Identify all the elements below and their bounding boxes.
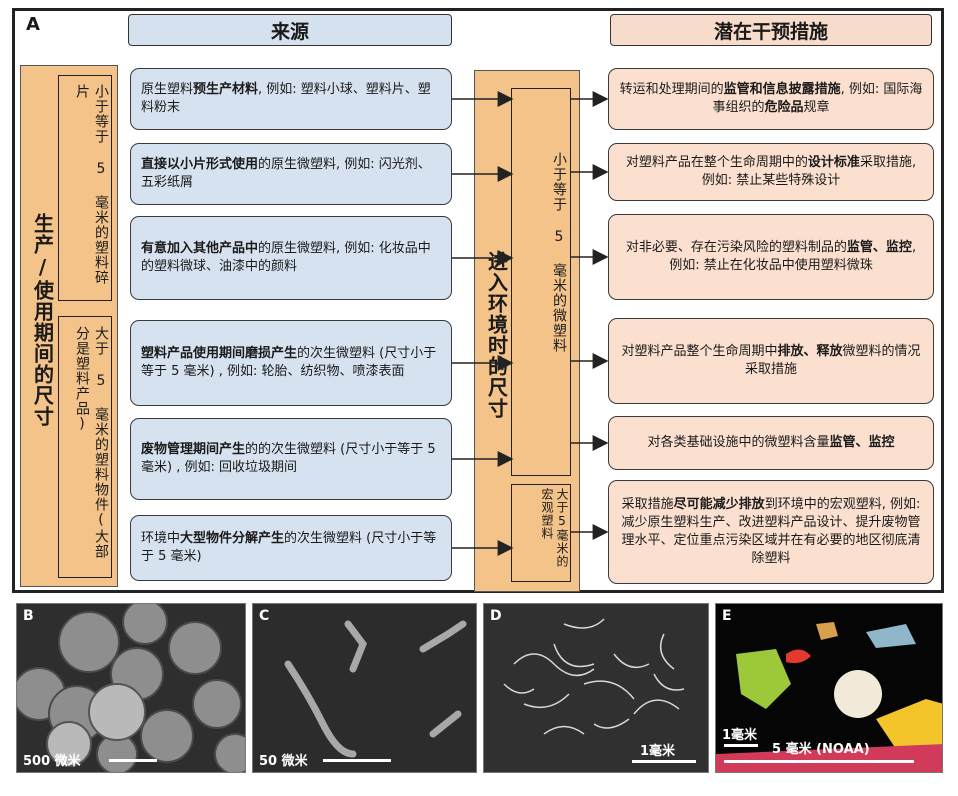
photo-e-scale-small-bar [724, 744, 758, 747]
middle-size-title: 进入环境时的尺寸 [484, 251, 509, 419]
photo-c-scale-label: 50 微米 [259, 754, 308, 769]
photo-b-microbeads: B 500 微米 [16, 603, 246, 773]
source-box-5: 废物管理期间产生的的次生微塑料 (尺寸小于等于 5 毫米) , 例如: 回收垃圾… [130, 418, 452, 500]
left-size-title: 生产/使用期间的尺寸 [30, 213, 55, 427]
photo-c-image [253, 604, 476, 772]
photo-e-scale-large-bar [724, 760, 914, 763]
header-source: 来源 [128, 14, 452, 46]
source-box-1: 原生塑料预生产材料, 例如: 塑料小球、塑料片、塑料粉末 [130, 68, 452, 130]
photo-c-letter: C [259, 608, 270, 624]
left-small-box [58, 75, 112, 301]
middle-large-box [511, 484, 571, 582]
photo-b-letter: B [23, 608, 34, 624]
photo-b-image [17, 604, 245, 772]
source-box-2: 直接以小片形式使用的原生微塑料, 例如: 闪光剂、五彩纸屑 [130, 143, 452, 205]
panel-a-letter: A [26, 14, 40, 35]
middle-small-text: 小于等于 5 毫米的微塑料 [551, 152, 567, 353]
measure-box-3: 对非必要、存在污染风险的塑料制品的监管、监控, 例如: 禁止在化妆品中使用塑料微… [608, 214, 934, 300]
header-measures: 潜在干预措施 [610, 14, 932, 46]
photo-d-scale-bar [632, 760, 696, 763]
photo-d-fibers: D 1毫米 [483, 603, 709, 773]
photo-e-scale-small-label: 1毫米 [722, 728, 758, 743]
left-small-text: 小于等于 5 毫米的塑料碎片 [74, 84, 109, 285]
photo-d-image [484, 604, 708, 772]
middle-large-text: 大于5毫米的宏观塑料 [540, 488, 569, 568]
photo-d-scale-label: 1毫米 [640, 744, 676, 759]
photo-d-letter: D [490, 608, 502, 624]
measure-box-5: 对各类基础设施中的微塑料含量监管、监控 [608, 416, 934, 470]
photo-b-scale-label: 500 微米 [23, 754, 81, 769]
photo-e-macroplastics: E 1毫米 5 毫米 (NOAA) [715, 603, 943, 773]
source-box-6: 环境中大型物件分解产生的次生微塑料 (尺寸小于等于 5 毫米) [130, 515, 452, 581]
source-box-4: 塑料产品使用期间磨损产生的次生微塑料 (尺寸小于等于 5 毫米) , 例如: 轮… [130, 320, 452, 406]
middle-small-box [511, 88, 571, 476]
photo-c-fragments: C 50 微米 [252, 603, 477, 773]
photo-e-scale-large-label: 5 毫米 (NOAA) [772, 742, 870, 757]
photo-e-letter: E [722, 608, 732, 624]
photo-c-scale-bar [323, 759, 391, 762]
source-box-3: 有意加入其他产品中的原生微塑料, 例如: 化妆品中的塑料微球、油漆中的颜料 [130, 216, 452, 300]
photo-b-scale-bar [109, 759, 157, 762]
measure-box-6: 采取措施尽可能减少排放到环境中的宏观塑料, 例如: 减少原生塑料生产、改进塑料产… [608, 480, 934, 584]
measure-box-1: 转运和处理期间的监管和信息披露措施, 例如: 国际海事组织的危险品规章 [608, 68, 934, 130]
left-large-box [58, 316, 112, 578]
measure-box-2: 对塑料产品在整个生命周期中的设计标准采取措施, 例如: 禁止某些特殊设计 [608, 143, 934, 201]
measure-box-4: 对塑料产品整个生命周期中排放、释放微塑料的情况采取措施 [608, 318, 934, 404]
left-large-text: 大于 5 毫米的塑料物件(大部分是塑料产品) [74, 326, 109, 559]
